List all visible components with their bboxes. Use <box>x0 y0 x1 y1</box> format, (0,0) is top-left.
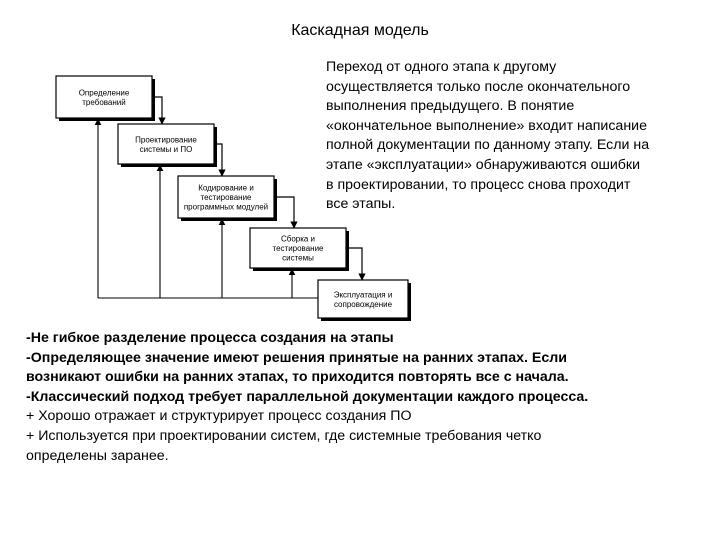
description-line: этапе «эксплуатации» обнаруживаются ошиб… <box>326 156 641 173</box>
bullet-line: -Определяющее значение имеют решения при… <box>26 349 567 366</box>
description-line: осуществляется только после окончательно… <box>326 78 631 95</box>
stage-label: тестирование <box>201 193 253 202</box>
stage-box-frame <box>317 279 409 319</box>
description-line: полной документации по данному этапу. Ес… <box>326 137 650 154</box>
stage-label: Кодирование и <box>198 184 254 193</box>
stage-connectors <box>152 96 366 281</box>
description-text: Переход от одного этапа к другому осущес… <box>326 58 696 215</box>
stage-boxes: ОпределениетребованийПроектированиесисте… <box>55 75 411 321</box>
stage-box-frame <box>177 175 275 219</box>
stage-box-frame <box>117 123 215 165</box>
stage-label: Сборка и <box>281 235 315 244</box>
bullet-line: + Хорошо отражает и структурирует процес… <box>26 408 412 425</box>
stage-label: сопровождение <box>334 300 393 309</box>
bullet-line: -Классический подход требует параллельно… <box>26 388 589 405</box>
bullet-list: -Не гибкое разделение процесса создания … <box>26 329 716 466</box>
description-line: выполнения предыдущего. В понятие <box>326 98 575 115</box>
stage-label: тестирование <box>273 244 325 253</box>
stage-box-frame <box>55 75 153 119</box>
forward-arrow <box>152 96 166 125</box>
stage-label: системы и ПО <box>140 145 193 154</box>
stage-label: Определение <box>79 88 130 97</box>
stage-label: программных модулей <box>184 203 268 212</box>
bullet-line: определены заранее. <box>26 447 169 464</box>
description-line: в проектировании, то процесс снова прохо… <box>326 176 631 193</box>
bullet-line: возникают ошибки на ранних этапах, то пр… <box>26 369 569 386</box>
stage-label: Проектирование <box>135 135 197 144</box>
description-line: Переход от одного этапа к другому <box>326 59 557 75</box>
stage-label: системы <box>282 254 314 263</box>
bullet-line: -Не гибкое разделение процесса создания … <box>26 330 394 346</box>
forward-arrow <box>346 247 366 281</box>
stage-label: требований <box>82 98 125 107</box>
description-line: все этапы. <box>326 196 396 213</box>
stage-box-frame <box>249 227 347 269</box>
description-line: «окончательное выполнение» входит написа… <box>326 117 647 134</box>
bullet-line: + Используется при проектировании систем… <box>26 427 542 444</box>
stage-label: Эксплуатация и <box>334 290 393 299</box>
feedback-lines <box>94 118 318 299</box>
page-title: Каскадная модель <box>291 22 429 39</box>
forward-arrow <box>274 196 298 229</box>
